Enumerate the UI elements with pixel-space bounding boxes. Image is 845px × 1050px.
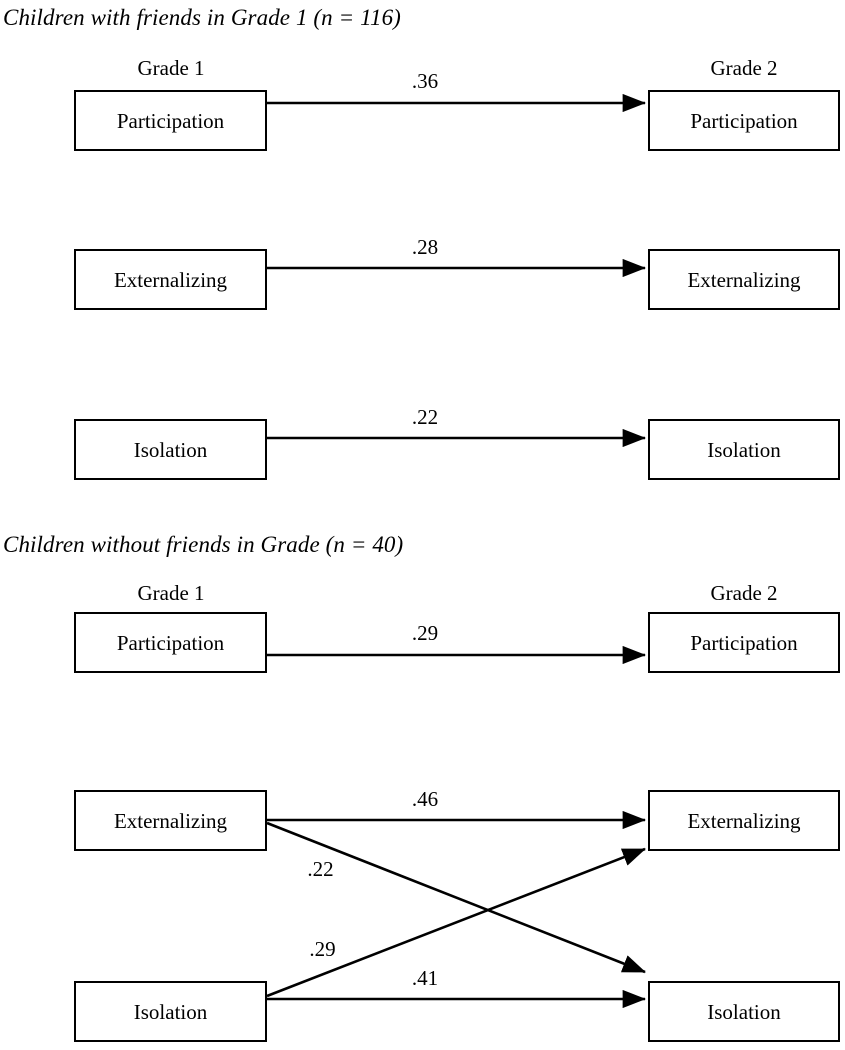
- panel2-node-grade1-externalizing[interactable]: Externalizing: [74, 790, 267, 851]
- panel2-column-header-grade1: Grade 1: [137, 581, 205, 605]
- panel1-node-grade1-participation[interactable]: Participation: [74, 90, 267, 151]
- panel2-path-label-participation: .29: [411, 621, 439, 645]
- panel1-node-grade1-externalizing[interactable]: Externalizing: [74, 249, 267, 310]
- panel-title-with-friends: Children with friends in Grade 1 (n = 11…: [3, 5, 401, 30]
- panel1-column-header-grade1: Grade 1: [137, 56, 205, 80]
- panel2-path-label-externalizing-externalizing: .46: [411, 787, 439, 811]
- panel1-node-grade1-isolation[interactable]: Isolation: [74, 419, 267, 480]
- panel1-path-label-participation: .36: [411, 69, 439, 93]
- panel2-node-grade2-participation[interactable]: Participation: [648, 612, 840, 673]
- panel2-path-label-externalizing-isolation: .22: [307, 857, 334, 881]
- panel2-node-grade1-isolation[interactable]: Isolation: [74, 981, 267, 1042]
- panel1-path-label-externalizing: .28: [411, 235, 439, 259]
- panel2-path-label-isolation-externalizing: .29: [309, 937, 336, 961]
- panel2-node-grade2-isolation[interactable]: Isolation: [648, 981, 840, 1042]
- panel2-node-grade2-externalizing[interactable]: Externalizing: [648, 790, 840, 851]
- panel1-node-grade2-participation[interactable]: Participation: [648, 90, 840, 151]
- panel2-column-header-grade2: Grade 2: [710, 581, 778, 605]
- panel1-column-header-grade2: Grade 2: [710, 56, 778, 80]
- panel2-arrow-isolation-externalizing: [266, 847, 646, 998]
- panel2-node-grade1-participation[interactable]: Participation: [74, 612, 267, 673]
- panel2-path-label-isolation-isolation: .41: [411, 966, 439, 990]
- panel-title-without-friends: Children without friends in Grade (n = 4…: [3, 532, 404, 557]
- panel2-arrow-externalizing-isolation: [266, 821, 646, 974]
- panel1-node-grade2-externalizing[interactable]: Externalizing: [648, 249, 840, 310]
- panel1-path-label-isolation: .22: [411, 405, 439, 429]
- panel1-node-grade2-isolation[interactable]: Isolation: [648, 419, 840, 480]
